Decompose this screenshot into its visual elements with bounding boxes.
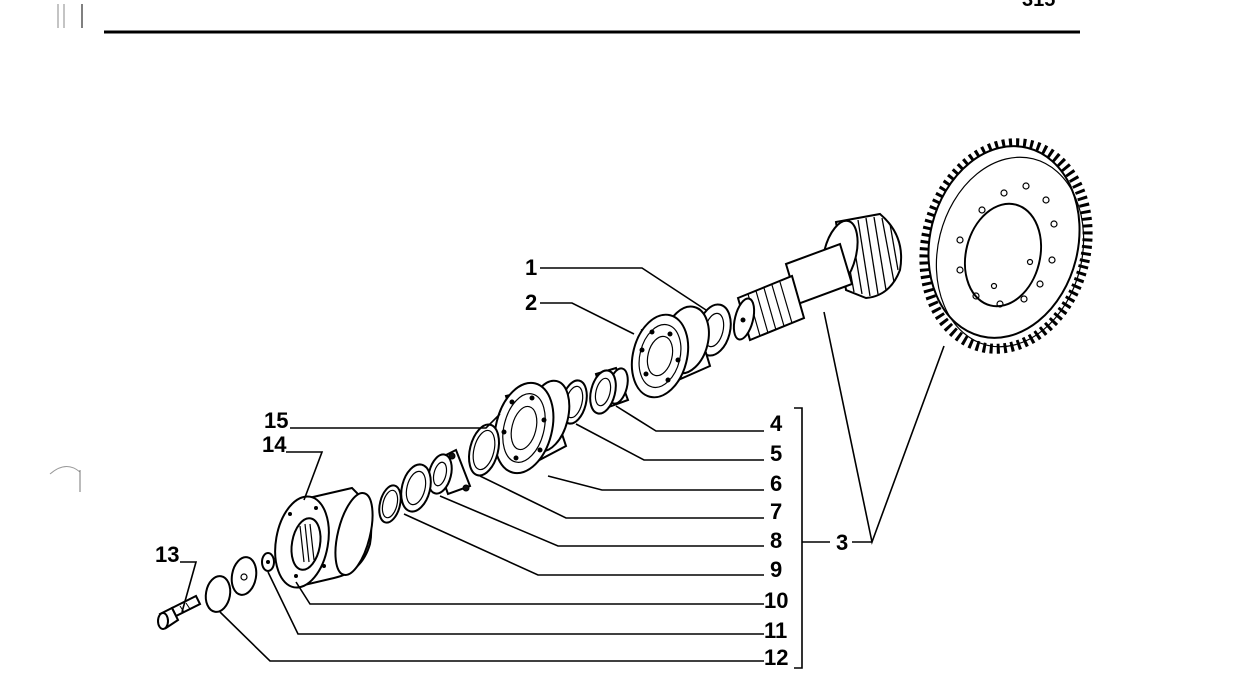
crown-wheel-bolt-holes [956, 182, 1058, 308]
leader-lines [180, 267, 945, 669]
crown-wheel [919, 138, 1093, 354]
label-9: 9 [770, 557, 782, 582]
label-12: 12 [764, 645, 788, 670]
part-labels: 1 2 3 4 5 6 7 8 9 10 11 12 13 14 15 [155, 255, 848, 670]
plate-12 [230, 556, 258, 596]
label-15: 15 [264, 408, 288, 433]
page-number: 315 [1022, 0, 1055, 11]
label-8: 8 [770, 528, 782, 553]
binder-mark [57, 4, 83, 28]
label-5: 5 [770, 441, 782, 466]
label-2: 2 [525, 290, 537, 315]
label-4: 4 [770, 411, 783, 436]
ring-10 [378, 484, 402, 524]
bearing-2 [630, 305, 712, 399]
binder-hole [49, 466, 81, 475]
washer-9 [400, 463, 432, 513]
label-13: 13 [155, 542, 179, 567]
label-14: 14 [262, 432, 287, 457]
ring-nut-8 [427, 448, 472, 496]
flange-14 [274, 486, 374, 589]
label-11: 11 [764, 618, 787, 643]
label-7: 7 [770, 499, 782, 524]
page-header: 315 [49, 0, 1080, 492]
label-3: 3 [836, 530, 848, 555]
label-10: 10 [764, 588, 788, 613]
label-1: 1 [525, 255, 537, 280]
bearing-6 [493, 379, 571, 475]
bolt-13 [157, 594, 202, 630]
snap-ring [204, 575, 232, 613]
pinion-shaft [732, 212, 903, 342]
spacer-4 [589, 366, 630, 415]
label-6: 6 [770, 471, 782, 496]
